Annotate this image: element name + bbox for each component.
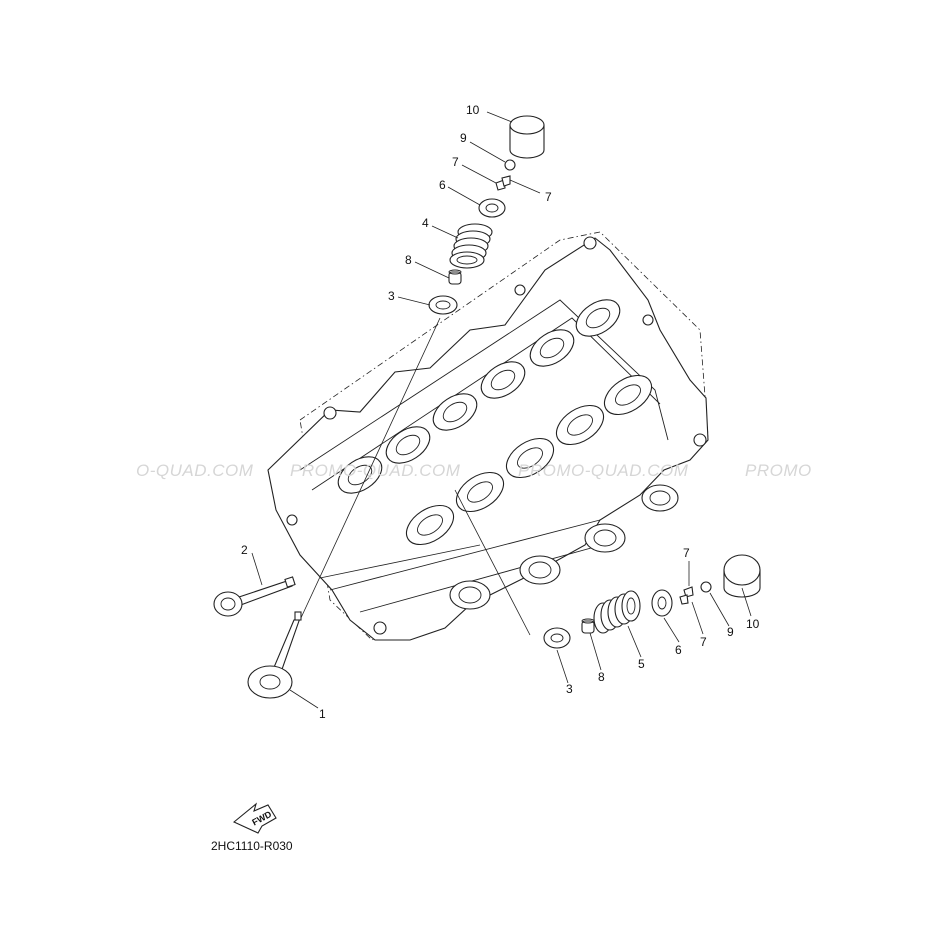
callout-7-upper-right: 7 [545, 190, 552, 204]
valve-lifter-upper [509, 115, 545, 159]
drawing-code: 2HC1110-R030 [211, 839, 293, 853]
callout-8-upper: 8 [405, 253, 412, 267]
callout-4: 4 [422, 216, 429, 230]
callout-7-lower-bottom: 7 [700, 635, 707, 649]
callout-2: 2 [241, 543, 248, 557]
spring-seat-upper [428, 295, 458, 315]
svg-text:PROMO: PROMO [745, 461, 812, 480]
callout-6-upper: 6 [439, 178, 446, 192]
intake-valve [247, 611, 302, 699]
valve-spring-upper [449, 223, 493, 269]
upper-valve-stack [299, 115, 545, 621]
valve-lifter-lower [723, 554, 761, 598]
callout-8-lower: 8 [598, 670, 605, 684]
valve-pad-lower [700, 581, 712, 593]
valve-spring-lower [593, 590, 641, 634]
lower-valve-stack [454, 489, 761, 649]
leader-lines [251, 111, 752, 709]
exhaust-valve [213, 544, 481, 617]
valve-cotter-upper-b [501, 175, 511, 187]
callout-3-lower: 3 [566, 682, 573, 696]
cylinder-head [267, 231, 709, 641]
valve-stem-seal-lower [581, 618, 595, 634]
svg-text:PROMO-QUAD.COM: PROMO-QUAD.COM [518, 461, 689, 480]
callouts-upper: 10 9 7 7 6 4 8 3 [388, 103, 552, 303]
spring-retainer-upper [478, 198, 506, 218]
spring-seat-lower [543, 627, 571, 649]
watermark: O-QUAD.COM PROMO-QUAD.COM PROMO-QUAD.COM… [136, 461, 812, 480]
valve-cotter-lower-a [683, 586, 694, 598]
callout-9-upper: 9 [460, 131, 467, 145]
callout-3-upper: 3 [388, 289, 395, 303]
svg-text:O-QUAD.COM: O-QUAD.COM [136, 461, 254, 480]
valve-cotter-lower-b [679, 594, 689, 605]
callout-9-lower: 9 [727, 625, 734, 639]
callout-6-lower: 6 [675, 643, 682, 657]
cam-journals [337, 299, 653, 546]
callout-7-upper-left: 7 [452, 155, 459, 169]
callouts-lower: 7 10 9 7 6 5 8 3 [566, 546, 760, 696]
callout-7-lower-top: 7 [683, 546, 690, 560]
valve-pad-upper [504, 159, 516, 171]
callout-1: 1 [319, 707, 326, 721]
valve-stem-seal-upper [448, 269, 462, 285]
spring-retainer-lower [651, 589, 673, 617]
callout-10-lower: 10 [746, 617, 760, 631]
callout-10-upper: 10 [466, 103, 480, 117]
forward-arrow-icon: FWD [232, 802, 277, 834]
svg-text:PROMO-QUAD.COM: PROMO-QUAD.COM [290, 461, 461, 480]
callouts-valves: 2 1 [241, 543, 326, 721]
callout-5: 5 [638, 657, 645, 671]
ports [449, 484, 679, 610]
bolt-bosses [286, 236, 707, 635]
